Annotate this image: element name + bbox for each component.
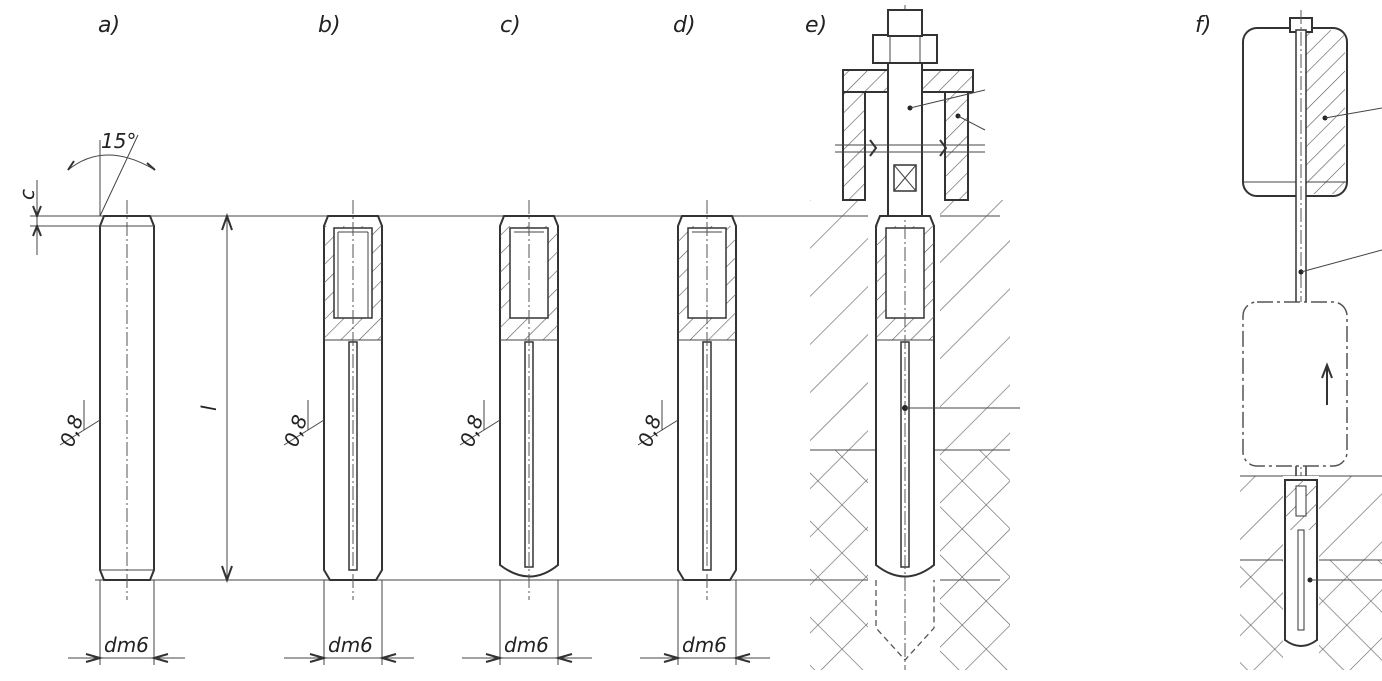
roughness-symbol-d: 0,8 (633, 400, 679, 450)
chamfer-label: c (15, 189, 39, 200)
figure-label-a: a) (98, 13, 120, 38)
svg-text:0,8: 0,8 (633, 412, 666, 450)
figure-c: c) 0,8 dm6 (455, 13, 592, 665)
figure-d: d) 0,8 dm6 (633, 13, 770, 665)
figure-label-c: c) (500, 13, 521, 38)
diameter-label-a: dm6 (104, 633, 149, 657)
diameter-label-c: dm6 (504, 633, 549, 657)
length-label: l (197, 405, 221, 411)
figure-e: e) (805, 5, 1020, 670)
figure-label-b: b) (318, 13, 341, 38)
svg-text:0,8: 0,8 (279, 412, 312, 450)
roughness-symbol-c: 0,8 (455, 400, 501, 450)
roughness-symbol-b: 0,8 (279, 400, 325, 450)
diameter-label-b: dm6 (328, 633, 373, 657)
figure-a: a) 15° c l 0,8 dm6 (15, 13, 233, 665)
figure-label-f: f) (1195, 13, 1211, 38)
roughness-symbol-a: 0,8 (55, 400, 101, 450)
figure-label-e: e) (805, 13, 827, 38)
diameter-label-d: dm6 (682, 633, 727, 657)
svg-text:0,8: 0,8 (55, 412, 88, 450)
svg-text:0,8: 0,8 (455, 412, 488, 450)
figure-f: f) (1195, 10, 1382, 670)
figure-b: b) 0,8 dm6 (279, 13, 414, 665)
angle-label: 15° (101, 129, 136, 153)
figure-label-d: d) (673, 13, 696, 38)
